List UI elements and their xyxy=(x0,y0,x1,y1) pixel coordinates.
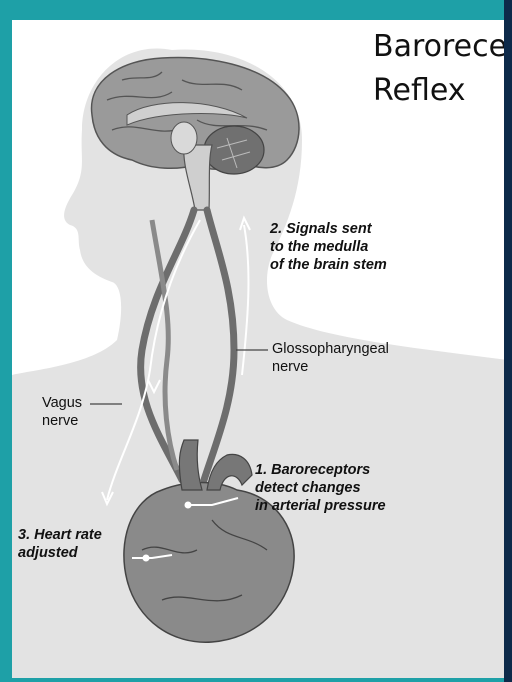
slide-title: Barorecep Reflex xyxy=(373,25,508,113)
label-baro-line2: detect changes xyxy=(255,479,386,497)
label-baroreceptors: 1. Baroreceptors detect changes in arter… xyxy=(255,461,386,515)
label-heart-rate: 3. Heart rate adjusted xyxy=(18,526,102,562)
label-baro-line3: in arterial pressure xyxy=(255,497,386,515)
label-signals: 2. Signals sent to the medulla of the br… xyxy=(270,220,387,274)
label-heart-line1: 3. Heart rate xyxy=(18,526,102,544)
slide-title-line1: Barorecep xyxy=(373,25,508,69)
slide-canvas: 2. Signals sent to the medulla of the br… xyxy=(12,20,508,678)
anatomy-illustration xyxy=(12,20,508,678)
cerebellum xyxy=(204,126,264,174)
accent-strip xyxy=(504,0,512,682)
label-baro-line1: 1. Baroreceptors xyxy=(255,461,386,479)
label-vagus: Vagus nerve xyxy=(42,394,82,430)
label-heart-line2: adjusted xyxy=(18,544,102,562)
slide-title-line2: Reflex xyxy=(373,69,508,113)
label-vagus-line2: nerve xyxy=(42,412,82,430)
label-signals-line3: of the brain stem xyxy=(270,256,387,274)
label-glossopharyngeal: Glossopharyngeal nerve xyxy=(272,340,389,376)
label-signals-line1: 2. Signals sent xyxy=(270,220,387,238)
label-vagus-line1: Vagus xyxy=(42,394,82,412)
label-glosso-line1: Glossopharyngeal xyxy=(272,340,389,358)
label-signals-line2: to the medulla xyxy=(270,238,387,256)
label-glosso-line2: nerve xyxy=(272,358,389,376)
